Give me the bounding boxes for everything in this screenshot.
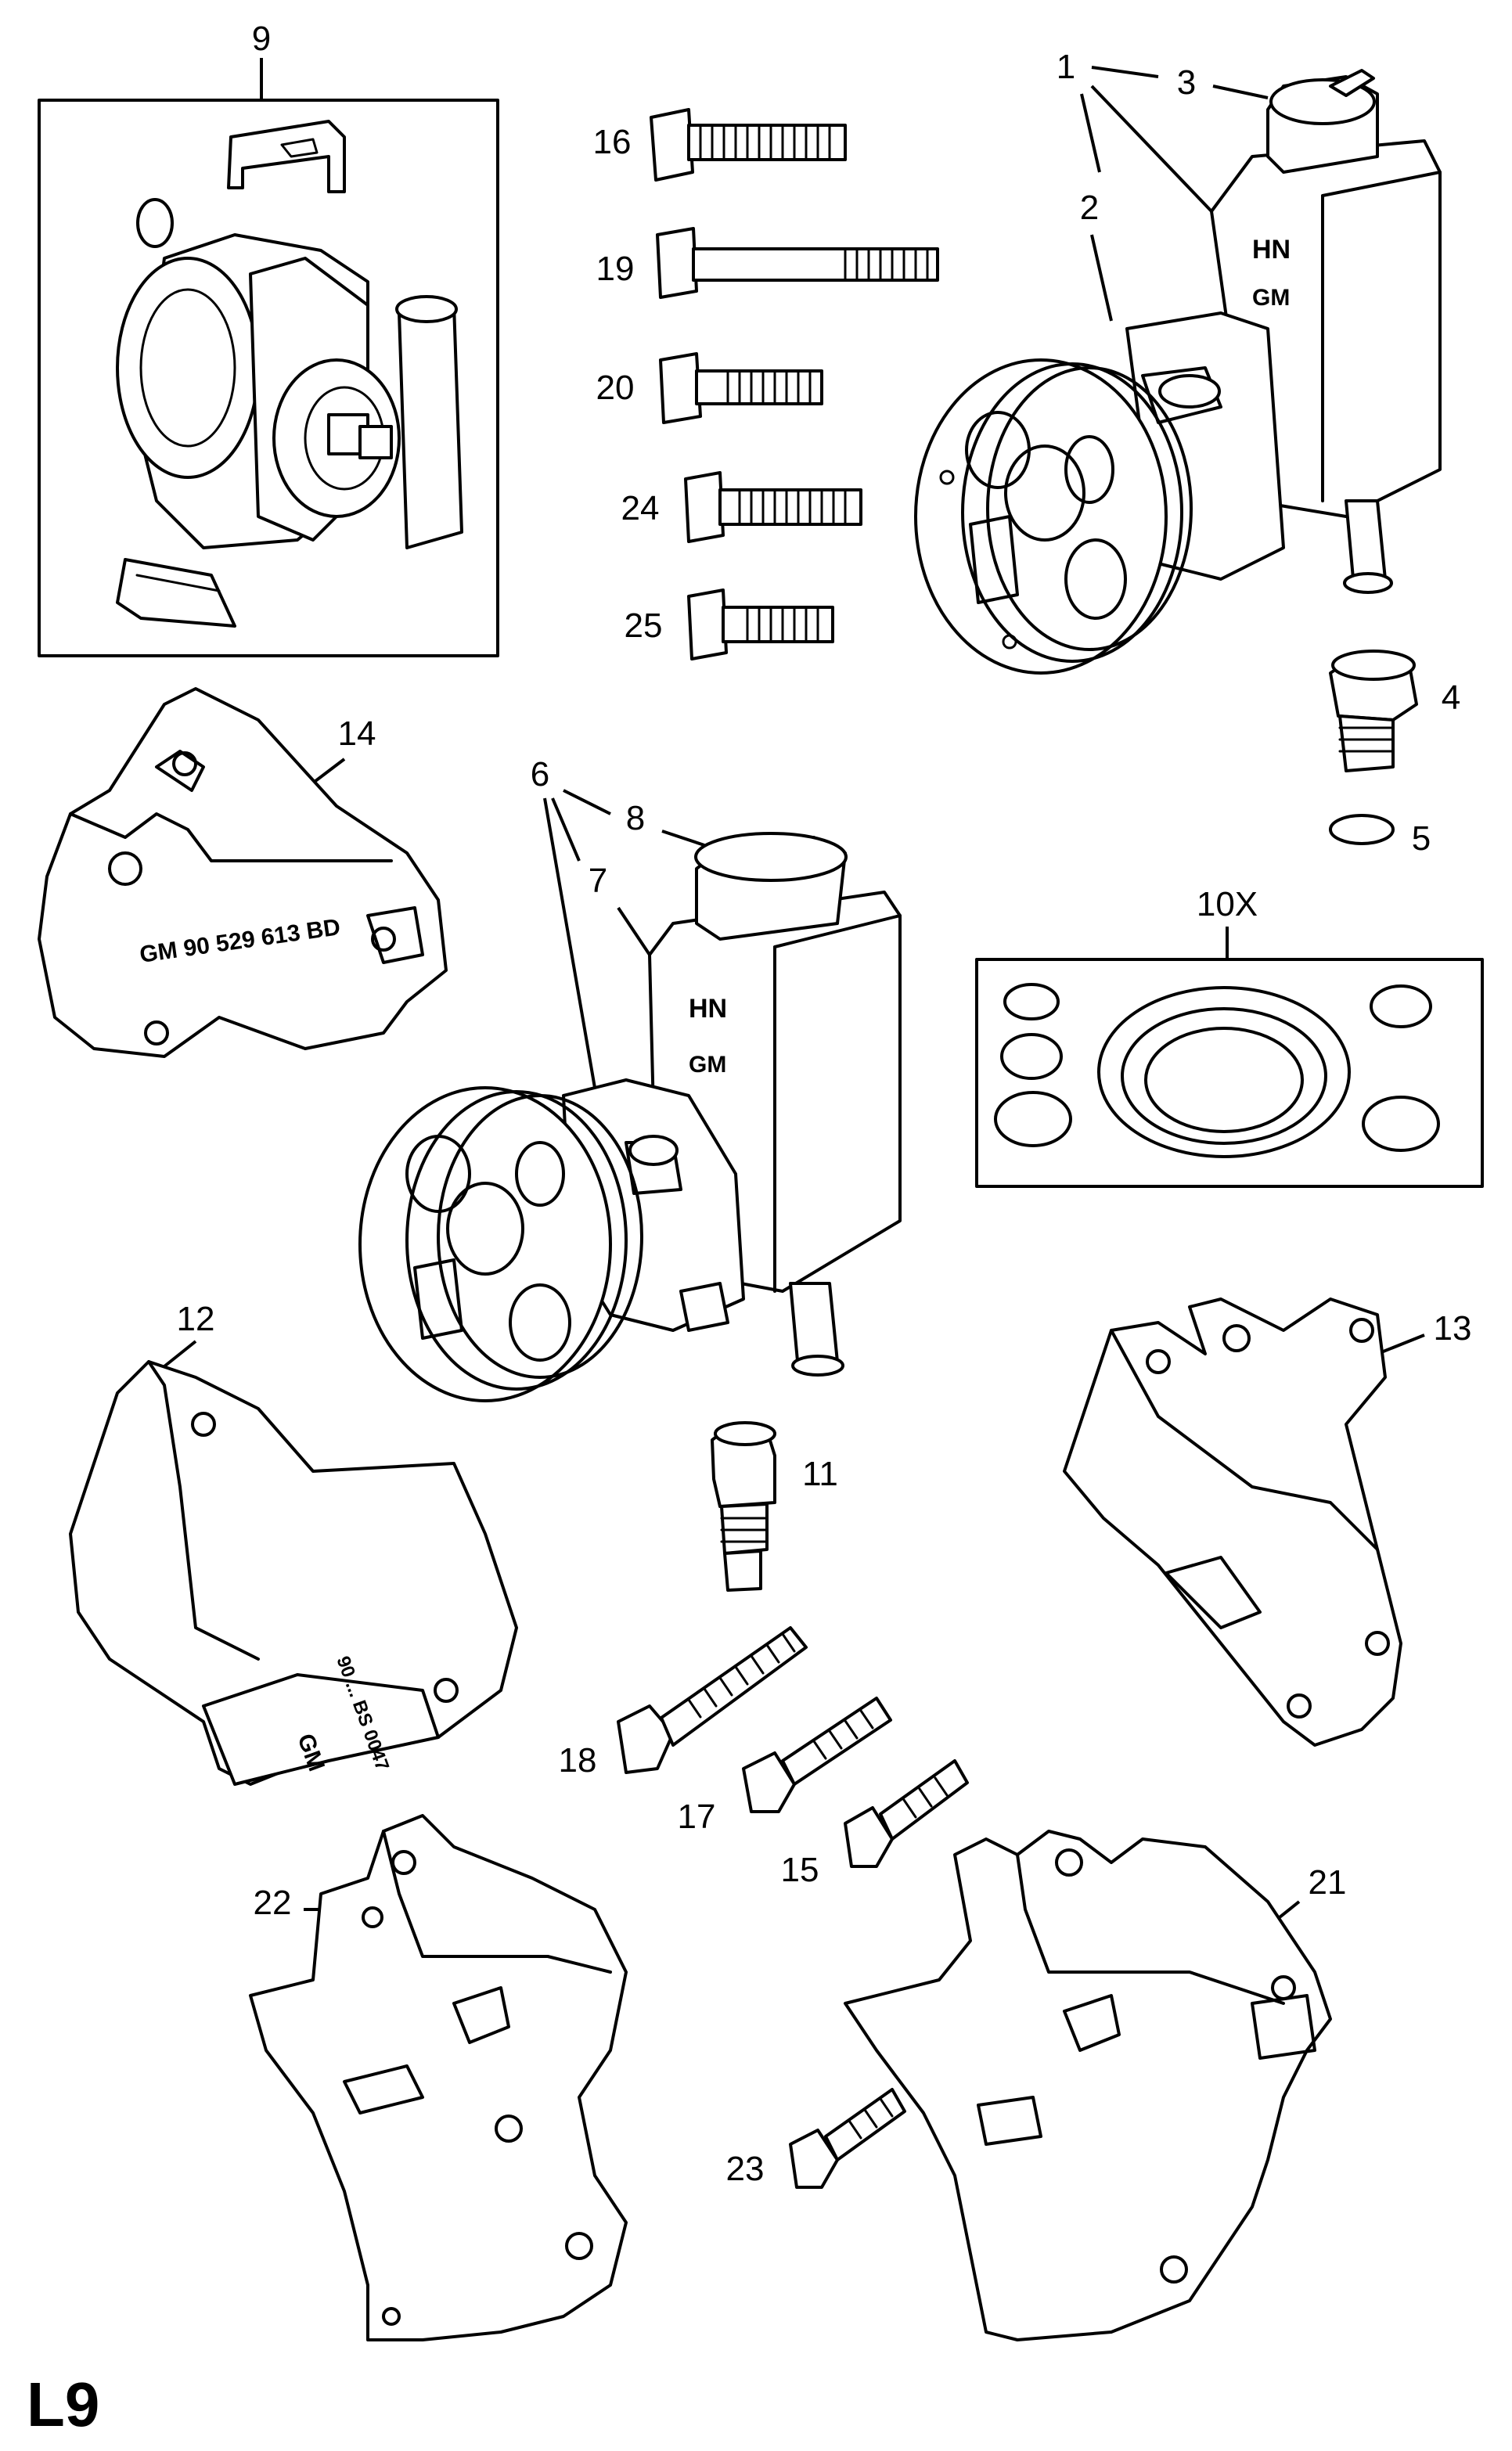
callout-9: 9 — [252, 20, 271, 58]
callout-21: 21 — [1309, 1863, 1347, 1902]
reservoir-marking-gm-2: GM — [689, 1052, 726, 1078]
callout-3: 3 — [1177, 63, 1196, 102]
part-10x-frame — [975, 958, 1484, 1188]
part-6-pump-with-reservoir: 6 8 7 HN GM — [358, 755, 902, 1402]
callout-2: 2 — [1080, 189, 1099, 227]
bolt-24: 24 — [621, 471, 862, 543]
part-5-o-ring: 5 — [1329, 814, 1431, 858]
callout-18: 18 — [559, 1741, 597, 1780]
bolt-19: 19 — [596, 227, 939, 299]
callout-13: 13 — [1434, 1309, 1472, 1348]
bolt-17: 17 — [678, 1697, 892, 1836]
part-9-frame — [38, 99, 499, 657]
bolt-23: 23 — [726, 2088, 906, 2189]
callout-20: 20 — [596, 369, 635, 407]
callout-17: 17 — [678, 1798, 716, 1836]
part-9-pump-assembly: 9 — [38, 20, 499, 657]
reservoir-marking-gm: GM — [1252, 285, 1290, 311]
reservoir-marking-hn-2: HN — [689, 994, 727, 1024]
callout-15: 15 — [781, 1851, 819, 1889]
part-22-bracket: 22 — [249, 1814, 628, 2341]
part-21-bracket: 21 — [844, 1830, 1347, 2341]
callout-16: 16 — [593, 123, 632, 161]
callout-19: 19 — [596, 250, 635, 288]
callout-23: 23 — [726, 2150, 765, 2188]
bolt-16: 16 — [593, 108, 847, 182]
callout-11: 11 — [802, 1455, 838, 1493]
reservoir-marking-hn: HN — [1252, 235, 1291, 265]
callout-6: 6 — [531, 755, 549, 794]
callout-14: 14 — [338, 714, 376, 753]
part-14-bracket: 14 GM 90 529 613 BD — [38, 687, 448, 1058]
callout-7: 7 — [589, 862, 607, 900]
callout-25: 25 — [625, 606, 663, 645]
bolt-18: 18 — [559, 1626, 808, 1780]
callout-8: 8 — [626, 799, 645, 837]
callout-22: 22 — [254, 1884, 292, 1922]
bolt-25: 25 — [625, 588, 834, 660]
callout-4: 4 — [1442, 678, 1460, 717]
sheet-code: L9 — [27, 2370, 99, 2439]
callout-5: 5 — [1412, 819, 1431, 858]
bolt-20: 20 — [596, 352, 823, 424]
part-11-union: 11 — [711, 1421, 838, 1592]
part-4-fitting: 4 — [1329, 650, 1460, 772]
part-12-bracket: 12 GM 90 ... BS 0047 — [69, 1300, 518, 1786]
callout-24: 24 — [621, 489, 660, 527]
part-1-pump-with-reservoir: 1 3 2 HN GM — [914, 48, 1442, 675]
part-13-bracket: 13 — [1063, 1297, 1472, 1747]
callout-12: 12 — [177, 1300, 215, 1338]
callout-1: 1 — [1057, 48, 1075, 86]
callout-10x: 10X — [1197, 885, 1258, 923]
bolt-15: 15 — [781, 1759, 969, 1889]
part-10x-seal-kit: 10X — [975, 885, 1484, 1188]
